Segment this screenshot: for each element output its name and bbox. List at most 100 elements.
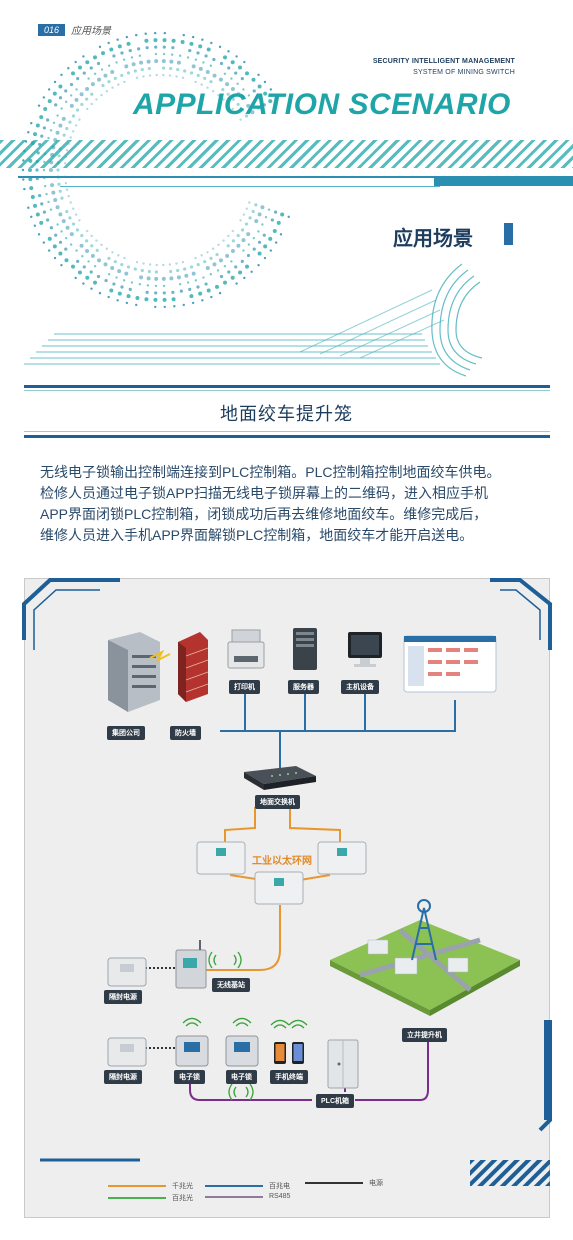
decorative-dot bbox=[56, 168, 60, 172]
decorative-dot bbox=[210, 295, 213, 299]
decorative-dot bbox=[251, 209, 255, 214]
decorative-dot bbox=[139, 275, 144, 280]
page-number: 016 bbox=[38, 23, 66, 36]
decorative-dot bbox=[128, 287, 132, 291]
decorative-dot bbox=[65, 225, 70, 230]
decorative-dot bbox=[120, 285, 124, 289]
decorative-dot bbox=[154, 31, 157, 35]
decorative-dot bbox=[40, 202, 44, 206]
decorative-dot bbox=[90, 287, 93, 290]
decorative-dot bbox=[155, 73, 158, 77]
decorative-dot bbox=[21, 168, 25, 172]
server-icon bbox=[293, 628, 317, 670]
decorative-dot bbox=[71, 264, 76, 269]
decorative-dot bbox=[28, 177, 33, 182]
decorative-dot bbox=[178, 54, 182, 57]
section-title: 应用场景 bbox=[393, 228, 473, 250]
decorative-dot bbox=[49, 129, 53, 132]
decorative-dot bbox=[100, 93, 103, 97]
power-supply-icon bbox=[107, 1037, 147, 1067]
decorative-dot bbox=[37, 233, 41, 236]
decorative-dot bbox=[196, 285, 200, 289]
decorative-dot bbox=[112, 282, 116, 286]
wireless-signal-icon bbox=[182, 1017, 308, 1029]
decorative-dot bbox=[86, 107, 89, 111]
label-power-supply: 隔封电源 bbox=[104, 990, 142, 1004]
decorative-dot bbox=[168, 263, 172, 266]
decorative-dot bbox=[97, 77, 102, 82]
decorative-dot bbox=[245, 207, 248, 210]
legend-swatch bbox=[108, 1197, 166, 1199]
decorative-dot bbox=[169, 269, 173, 274]
decorative-dot bbox=[64, 182, 68, 185]
decorative-dot bbox=[110, 265, 115, 270]
decorative-dot bbox=[74, 213, 78, 216]
decorative-dot bbox=[274, 241, 278, 244]
decorative-dot bbox=[139, 60, 144, 65]
decorative-dot bbox=[257, 73, 260, 77]
decorative-dot bbox=[209, 64, 213, 67]
decorative-dot bbox=[58, 84, 63, 89]
decorative-dot bbox=[263, 244, 268, 249]
decorative-dot bbox=[105, 247, 109, 250]
decorative-dot bbox=[225, 253, 230, 258]
decorative-dot bbox=[147, 66, 151, 71]
link-rs485 bbox=[355, 1040, 429, 1101]
decorative-dot bbox=[216, 269, 220, 272]
decorative-dot bbox=[154, 305, 157, 309]
decorative-dot bbox=[163, 31, 166, 35]
building-icon bbox=[108, 632, 160, 712]
decorative-dot bbox=[153, 38, 158, 43]
decorative-dot bbox=[191, 64, 196, 69]
section-title-bar bbox=[504, 223, 513, 245]
decorative-dot bbox=[64, 89, 68, 93]
decorative-dot bbox=[60, 263, 63, 267]
decorative-dot bbox=[162, 291, 166, 295]
decorative-dot bbox=[115, 276, 118, 279]
decorative-dot bbox=[110, 70, 115, 75]
wireless-base-station-icon bbox=[175, 940, 207, 989]
decorative-dot bbox=[58, 212, 63, 217]
decorative-dot bbox=[69, 82, 74, 87]
link-gigabit-fiber bbox=[224, 807, 256, 842]
decorative-dot bbox=[47, 99, 52, 104]
decorative-dot bbox=[85, 249, 90, 254]
decorative-dot bbox=[23, 187, 26, 191]
decorative-dot bbox=[85, 239, 89, 243]
decorative-dot bbox=[100, 68, 104, 71]
decorative-dot bbox=[101, 51, 106, 56]
decorative-dot bbox=[142, 262, 145, 265]
decorative-dot bbox=[123, 80, 126, 84]
band-line bbox=[24, 385, 550, 388]
decorative-dot bbox=[122, 58, 126, 61]
decorative-dot bbox=[29, 186, 34, 191]
decorative-dot bbox=[144, 297, 149, 302]
decorative-dot bbox=[244, 71, 249, 76]
decorative-dot bbox=[218, 77, 223, 82]
decorative-dot bbox=[262, 103, 266, 107]
panel-frame bbox=[22, 578, 552, 1132]
decorative-dot bbox=[142, 75, 145, 78]
decorative-dot bbox=[90, 244, 94, 248]
decorative-dot bbox=[240, 259, 244, 264]
decorative-dot bbox=[50, 183, 55, 188]
decorative-dot bbox=[47, 236, 52, 241]
decorative-dot bbox=[58, 240, 63, 244]
decorative-dot bbox=[181, 260, 185, 264]
decorative-dot bbox=[205, 265, 210, 270]
decorative-dot bbox=[54, 103, 58, 107]
legend-label: 百兆电 bbox=[269, 1183, 290, 1190]
decorative-dot bbox=[105, 90, 109, 93]
decorative-dot bbox=[181, 76, 185, 80]
decorative-dot bbox=[64, 100, 68, 104]
decorative-dot bbox=[27, 206, 30, 209]
decorative-dot bbox=[231, 97, 235, 101]
decorative-dot bbox=[248, 201, 251, 204]
decorative-dot bbox=[227, 102, 230, 106]
decorative-dot bbox=[135, 260, 139, 264]
decorative-dot bbox=[273, 210, 278, 214]
decorative-dot bbox=[68, 216, 72, 220]
legend-item: 千兆光 bbox=[108, 1181, 193, 1191]
decorative-dot bbox=[135, 76, 139, 80]
